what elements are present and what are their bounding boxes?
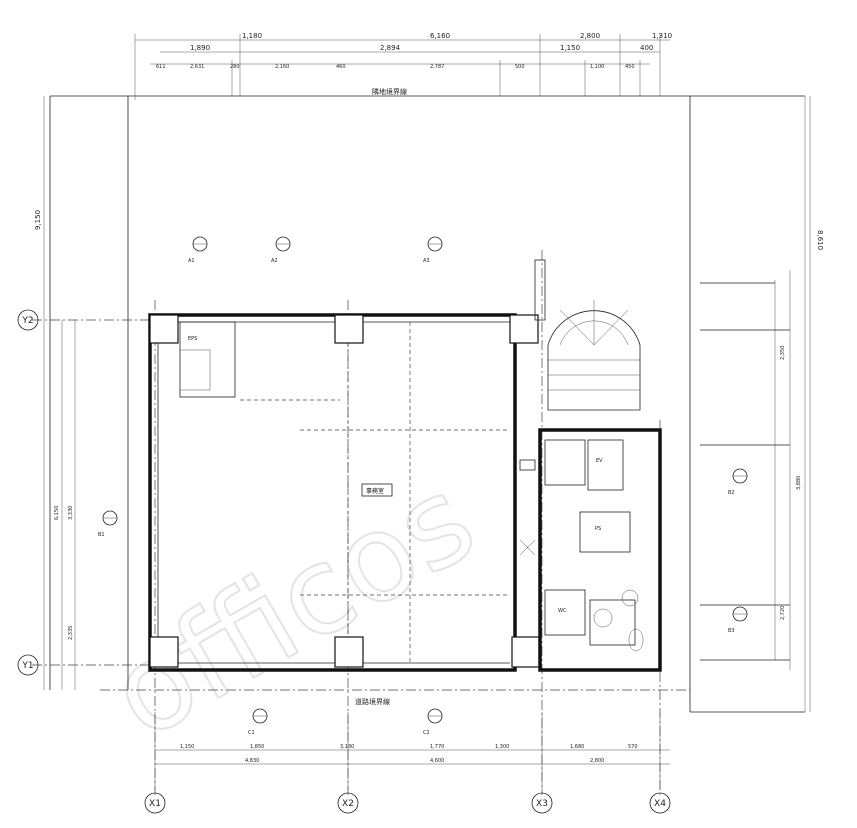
view-marker-label-v6: B3 (728, 628, 735, 634)
view-marker-label-v8: C2 (423, 730, 430, 736)
view-marker-v4: B1 (98, 510, 118, 538)
dim-top-3-7: 1,100 (590, 64, 604, 70)
view-marker-label-v4: B1 (98, 532, 105, 538)
boundary-label-top: 隣地境界線 (372, 87, 407, 96)
dim-top-2-2: 1,150 (560, 44, 580, 52)
grid-label-y2: Y2 (21, 316, 33, 326)
dim-bottom-2-1: 4,600 (430, 758, 444, 764)
dim-top-3-2: 280 (230, 64, 240, 70)
grid-label-y1: Y1 (21, 661, 33, 671)
ceiling-grid (240, 322, 510, 663)
view-marker-v3: A3 (423, 236, 443, 264)
view-marker-v7: C1 (248, 708, 268, 736)
eps-shaft: EPS (179, 321, 236, 398)
dim-right-1: 3,880 (796, 476, 802, 490)
view-marker-v6: B3 (728, 606, 748, 634)
dim-top-1-0: 1,180 (242, 32, 262, 40)
dim-left-total: 9,150 (34, 210, 42, 230)
dim-bottom-1-3: 1,770 (430, 744, 444, 750)
dim-left-1: 3,330 (68, 506, 74, 520)
view-marker-label-v2: A2 (271, 258, 278, 264)
elevator-label: EV (596, 458, 603, 464)
dim-top-3-1: 2,631 (190, 64, 204, 70)
wc-label: WC (558, 608, 567, 614)
dim-left-2: 2,335 (68, 626, 74, 640)
grid-bubble-x4: X4 (649, 792, 671, 814)
dim-left-0: 6,150 (54, 506, 60, 520)
grid-bubble-y2: Y2 (17, 309, 39, 331)
structural-columns (149, 314, 541, 668)
dim-top-1-2: 2,800 (580, 32, 600, 40)
dim-bottom-1-4: 1,300 (495, 744, 509, 750)
dim-top-2-1: 2,894 (380, 44, 401, 52)
staircase (534, 259, 641, 411)
dim-bottom-1-5: 1,680 (570, 744, 584, 750)
grid-label-x1: X1 (149, 799, 161, 809)
view-marker-v2: A2 (271, 236, 291, 264)
dim-top-3-8: 450 (625, 64, 635, 70)
view-marker-v8: C2 (423, 708, 443, 736)
dim-bottom-1-0: 1,150 (180, 744, 194, 750)
grid-label-x3: X3 (536, 799, 548, 809)
right-dimension-lines: 8,610 2,350 3,880 2,720 (774, 96, 824, 712)
grid-bubble-x1: X1 (144, 792, 166, 814)
view-marker-label-v3: A3 (423, 258, 430, 264)
neighbor-lines (700, 282, 790, 661)
dim-top-3-0: 611 (156, 64, 166, 70)
dim-bottom-2-2: 2,800 (590, 758, 604, 764)
view-marker-v1: A1 (188, 236, 208, 264)
grid-bubble-y1: Y1 (17, 654, 39, 676)
office-tag: 事務室 (361, 483, 393, 497)
grid-label-x4: X4 (654, 799, 666, 809)
ps-label: PS (595, 526, 601, 532)
eps-label: EPS (188, 336, 197, 342)
office-label: 事務室 (366, 487, 384, 495)
grid-label-x2: X2 (342, 799, 354, 809)
dim-bottom-1-1: 1,850 (250, 744, 264, 750)
view-marker-v5: B2 (728, 468, 748, 496)
boundary-label-bottom: 道路境界線 (355, 697, 390, 706)
top-dimension-lines: 1,180 6,160 2,800 1,310 1,890 2,894 1,15… (134, 32, 672, 100)
left-dimension-lines: 9,150 6,150 3,330 2,335 (34, 96, 76, 690)
dim-top-2-0: 1,890 (190, 44, 210, 52)
dim-top-3-6: 500 (515, 64, 525, 70)
view-marker-label-v1: A1 (188, 258, 195, 264)
dim-top-1-1: 6,160 (430, 32, 450, 40)
dim-right-total: 8,610 (816, 230, 824, 250)
service-core: EV WC PS (519, 428, 662, 672)
dim-bottom-1-6: 570 (628, 744, 638, 750)
dim-top-3-3: 2,160 (275, 64, 289, 70)
dim-bottom-1-2: 3,130 (340, 744, 354, 750)
dim-top-3-5: 2,787 (430, 64, 444, 70)
view-marker-label-v7: C1 (248, 730, 255, 736)
grid-bubble-x3: X3 (531, 792, 553, 814)
dim-top-2-3: 400 (640, 44, 653, 52)
dim-right-2: 2,720 (780, 606, 786, 620)
view-marker-label-v5: B2 (728, 490, 735, 496)
dim-top-1-3: 1,310 (652, 32, 672, 40)
grid-bubble-x2: X2 (337, 792, 359, 814)
exterior-walls (148, 313, 517, 672)
dim-right-0: 2,350 (780, 346, 786, 360)
dim-bottom-2-0: 4,830 (245, 758, 259, 764)
site-boundary (49, 95, 806, 713)
dim-top-3-4: 460 (336, 64, 346, 70)
